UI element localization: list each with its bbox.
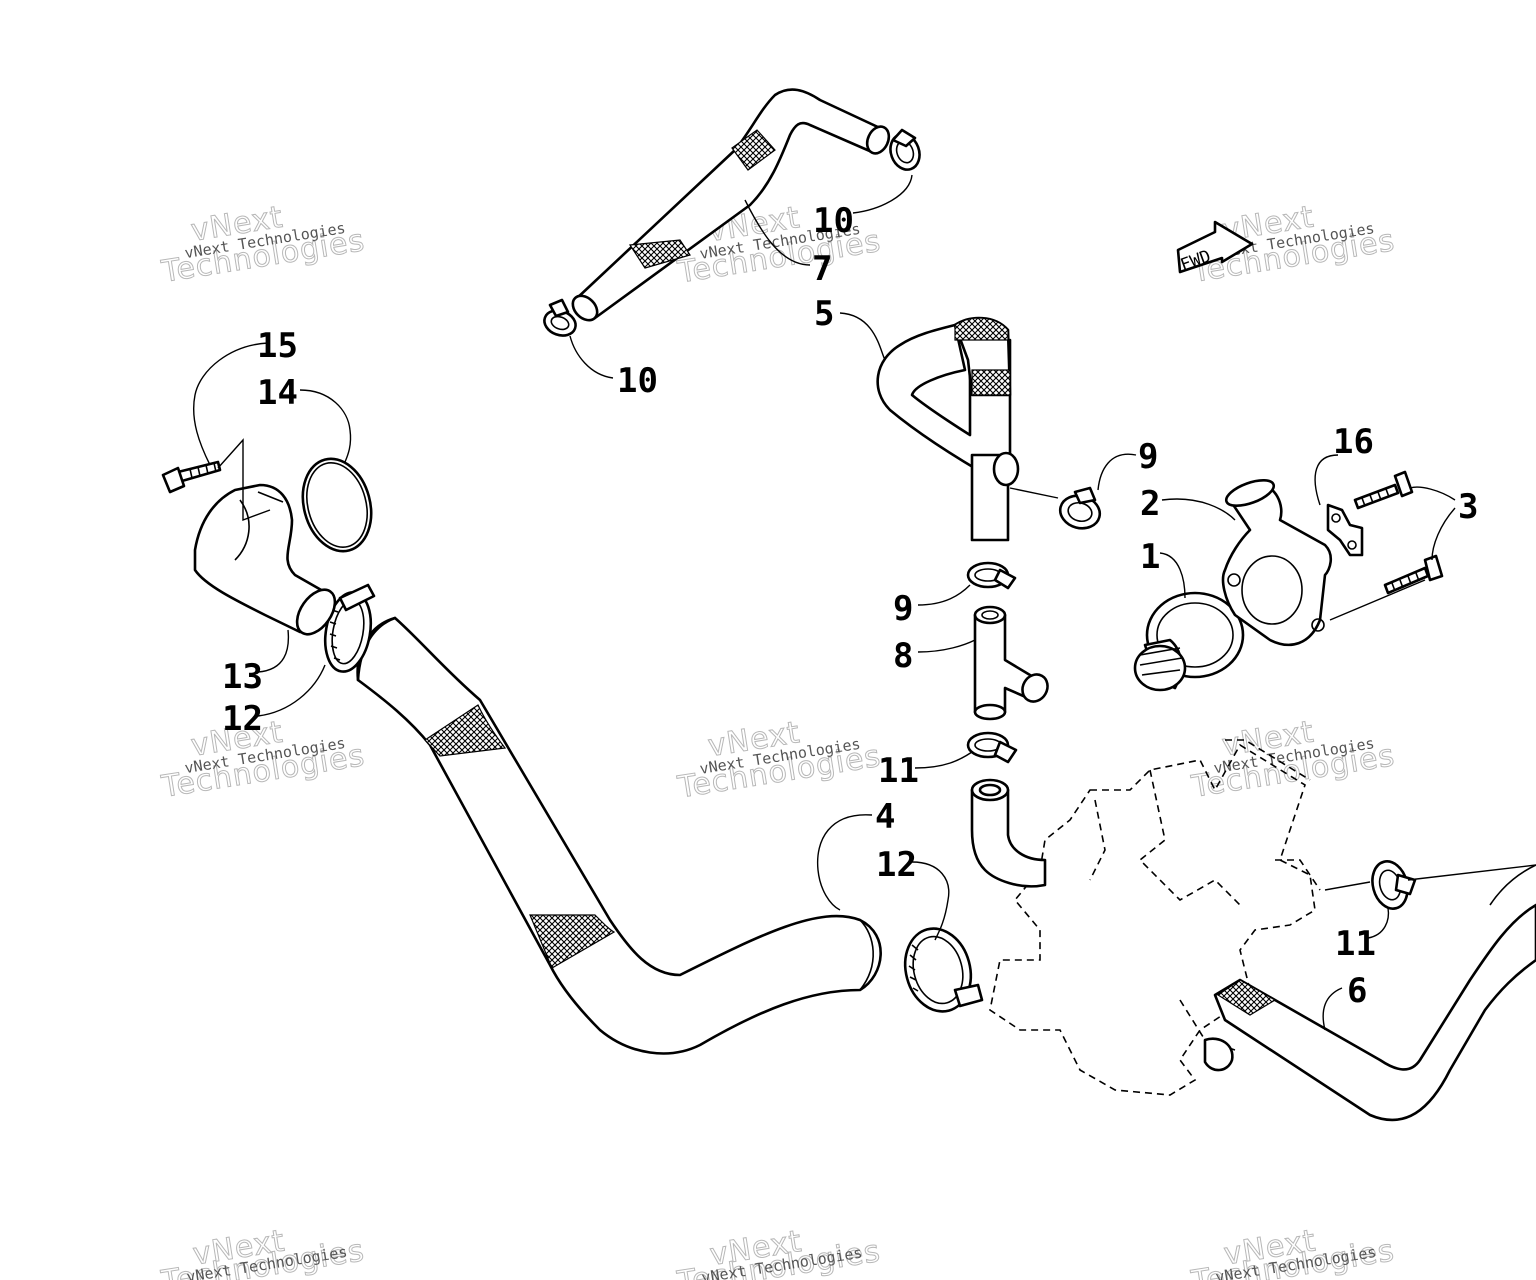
callout-9-upper: 9	[1138, 437, 1158, 477]
hose-clamp-9-upper	[1058, 486, 1102, 530]
callout-labels: 1 2 3 4 5 6 7 8 9 9 10 10 11 11 12 12 13…	[222, 201, 1478, 1011]
watermark-mid-center: vNext Technologies vNext Technologies	[674, 715, 884, 806]
callout-7: 7	[812, 249, 832, 289]
hose-7	[571, 88, 891, 322]
callout-13: 13	[222, 657, 263, 697]
hose-clamp-10-lower	[543, 298, 577, 337]
watermark-bottom-right: vNext Technologies vNext Technologies	[1188, 1223, 1398, 1280]
bolt-3-upper	[1353, 470, 1414, 510]
worm-clamp-12-upper	[323, 583, 376, 673]
bypass-hose-lower	[970, 778, 1047, 888]
callout-12-upper: 12	[222, 699, 263, 739]
callout-10-lower: 10	[617, 361, 658, 401]
callout-4: 4	[875, 797, 895, 837]
hose-clamp-10-upper	[889, 128, 921, 171]
callout-11-right: 11	[1335, 924, 1376, 964]
thermostat-housing-13	[193, 483, 337, 636]
hose-6	[1213, 864, 1536, 1122]
callout-10-upper: 10	[813, 201, 854, 241]
engine-housing-outline	[989, 739, 1321, 1096]
bracket-16	[1326, 503, 1364, 557]
forward-direction-arrow: FWD	[1176, 220, 1254, 276]
callout-15: 15	[257, 326, 298, 366]
callout-11-middle: 11	[878, 751, 919, 791]
o-ring-14	[301, 457, 373, 553]
radiator-hose-4	[356, 616, 882, 1055]
callout-3: 3	[1458, 487, 1478, 527]
watermark-bottom-left: vNext Technologies vNext Technologies	[158, 1223, 368, 1280]
thermostat-cover-2	[1221, 478, 1333, 647]
watermark-mid-right: vNext Technologies vNext Technologies	[1188, 714, 1398, 805]
bolt-3-lower	[1383, 554, 1444, 595]
thermostat-1	[1133, 591, 1245, 692]
hose-clamp-11-middle	[966, 731, 1018, 764]
callout-16: 16	[1333, 422, 1374, 462]
callout-6: 6	[1347, 971, 1367, 1011]
hose-clamp-11-right	[1371, 860, 1417, 910]
watermark-top-left: vNext Technologies vNext Technologies	[158, 199, 368, 290]
hose-clamp-9-lower	[966, 561, 1017, 590]
watermark-bottom-center: vNext Technologies vNext Technologies	[674, 1223, 884, 1280]
callout-14: 14	[257, 373, 298, 413]
tee-fitting-8	[973, 605, 1049, 721]
worm-clamp-12-lower	[903, 927, 984, 1013]
leader-lines	[193, 174, 1536, 1031]
callout-1: 1	[1140, 537, 1160, 577]
callout-5: 5	[814, 294, 834, 334]
callout-12-lower: 12	[876, 845, 917, 885]
watermark-group: vNext Technologies vNext Technologies vN…	[158, 199, 1398, 1280]
hose-5	[876, 316, 1020, 542]
callout-9-lower: 9	[893, 589, 913, 629]
bolt-15	[161, 438, 271, 522]
callout-2: 2	[1140, 484, 1160, 524]
callout-8: 8	[893, 636, 913, 676]
